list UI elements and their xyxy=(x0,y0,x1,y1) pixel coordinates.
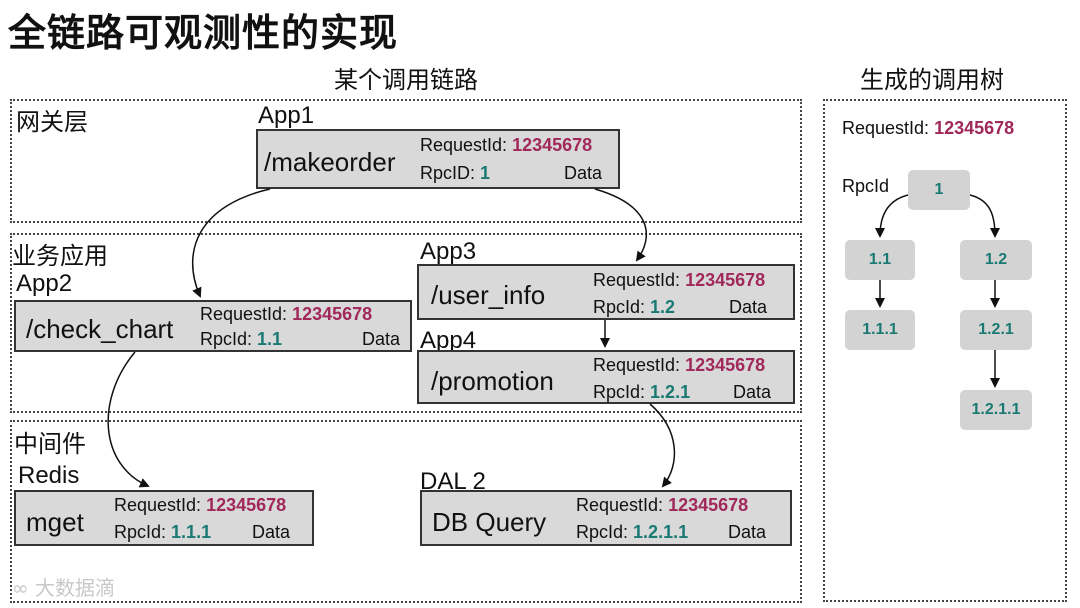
call-tree-panel xyxy=(823,99,1067,602)
gateway-zone xyxy=(10,99,802,223)
middleware-zone-label: 中间件 xyxy=(14,430,86,458)
request-id-value: 12345678 xyxy=(512,135,593,155)
request-id-line: RequestId: 12345678 xyxy=(114,495,287,515)
tree-node-1: 1 xyxy=(908,170,970,210)
tree-node-1-1-1: 1.1.1 xyxy=(845,310,915,350)
watermark-logo-icon: ∞ xyxy=(12,576,29,600)
request-id-line: RequestId: 12345678 xyxy=(593,355,766,375)
tree-edge-1-to-1-2 xyxy=(969,194,1000,238)
service-name: mget xyxy=(26,507,84,537)
request-id-line: RequestId: 12345678 xyxy=(576,495,749,515)
redis-label: Redis xyxy=(18,462,80,489)
app2-label: App2 xyxy=(16,270,73,297)
gateway-zone-label: 网关层 xyxy=(16,108,88,136)
rpc-id-value: 1 xyxy=(480,163,491,183)
data-label: Data xyxy=(564,163,603,183)
rpc-id-line: RpcId: 1.2.1 xyxy=(593,382,691,402)
watermark: ∞ 大数据滴 xyxy=(12,576,116,600)
rpc-id-line: RpcId: 1.2 xyxy=(593,297,676,317)
tree-request-id-value: 12345678 xyxy=(934,118,1015,138)
request-id-value: 12345678 xyxy=(292,304,373,324)
service-name: /promotion xyxy=(431,366,554,396)
rpc-id-line: RpcID: 1 xyxy=(420,163,491,183)
request-id-value: 12345678 xyxy=(685,270,766,290)
request-id-line: RequestId: 12345678 xyxy=(420,135,593,155)
rpc-id-value: 1.2 xyxy=(650,297,676,317)
rpc-id-value: 1.1 xyxy=(257,329,283,349)
data-label: Data xyxy=(729,297,768,317)
request-id-value: 12345678 xyxy=(668,495,749,515)
request-id-line: RequestId: 12345678 xyxy=(593,270,766,290)
rpc-id-value: 1.2.1.1 xyxy=(633,522,689,542)
rpc-id-value: 1.2.1 xyxy=(650,382,691,402)
middleware-zone xyxy=(10,420,802,603)
app1-label: App1 xyxy=(258,102,315,129)
data-label: Data xyxy=(252,522,291,542)
call-tree-header: 生成的调用树 xyxy=(860,66,1004,94)
data-label: Data xyxy=(733,382,772,402)
service-name: /user_info xyxy=(431,280,546,310)
data-label: Data xyxy=(362,329,401,349)
rpc-id-value: 1.1.1 xyxy=(171,522,212,542)
service-makeorder: /makeorder RequestId: 12345678 RpcID: 1 … xyxy=(256,129,620,189)
business-zone xyxy=(10,233,802,413)
tree-request-id-line: RequestId: 12345678 xyxy=(842,118,1015,138)
service-user-info: /user_info RequestId: 12345678 RpcId: 1.… xyxy=(417,264,795,320)
rpc-id-line: RpcId: 1.1.1 xyxy=(114,522,212,542)
rpc-id-line: RpcId: 1.2.1.1 xyxy=(576,522,689,542)
service-name: /makeorder xyxy=(264,147,396,177)
service-check-chart: /check_chart RequestId: 12345678 RpcId: … xyxy=(14,300,412,352)
service-name: /check_chart xyxy=(26,314,174,344)
service-mget: mget RequestId: 12345678 RpcId: 1.1.1 Da… xyxy=(14,490,314,546)
call-chain-header: 某个调用链路 xyxy=(334,66,478,94)
tree-node-1-2-1-1: 1.2.1.1 xyxy=(960,390,1032,430)
service-promotion: /promotion RequestId: 12345678 RpcId: 1.… xyxy=(417,350,795,404)
request-id-value: 12345678 xyxy=(206,495,287,515)
arrow-makeorder-to-user-info xyxy=(594,188,647,262)
business-zone-label: 业务应用 xyxy=(12,242,108,270)
arrow-promotion-to-db-query xyxy=(649,403,676,488)
arrow-check-chart-to-mget xyxy=(107,351,150,488)
page-title: 全链路可观测性的实现 xyxy=(8,11,399,55)
service-db-query: DB Query RequestId: 12345678 RpcId: 1.2.… xyxy=(420,490,792,546)
tree-node-1-2-1: 1.2.1 xyxy=(960,310,1032,350)
app3-label: App3 xyxy=(420,238,477,265)
arrow-makeorder-to-check-chart xyxy=(192,188,271,298)
service-name: DB Query xyxy=(432,507,547,537)
request-id-value: 12345678 xyxy=(685,355,766,375)
rpc-id-line: RpcId: 1.1 xyxy=(200,329,283,349)
tree-edge-1-to-1-1 xyxy=(875,194,909,238)
tree-node-1-2: 1.2 xyxy=(960,240,1032,280)
app4-label: App4 xyxy=(420,327,477,354)
tree-rpc-id-label: RpcId xyxy=(842,176,890,196)
request-id-line: RequestId: 12345678 xyxy=(200,304,373,324)
tree-node-1-1: 1.1 xyxy=(845,240,915,280)
data-label: Data xyxy=(728,522,767,542)
